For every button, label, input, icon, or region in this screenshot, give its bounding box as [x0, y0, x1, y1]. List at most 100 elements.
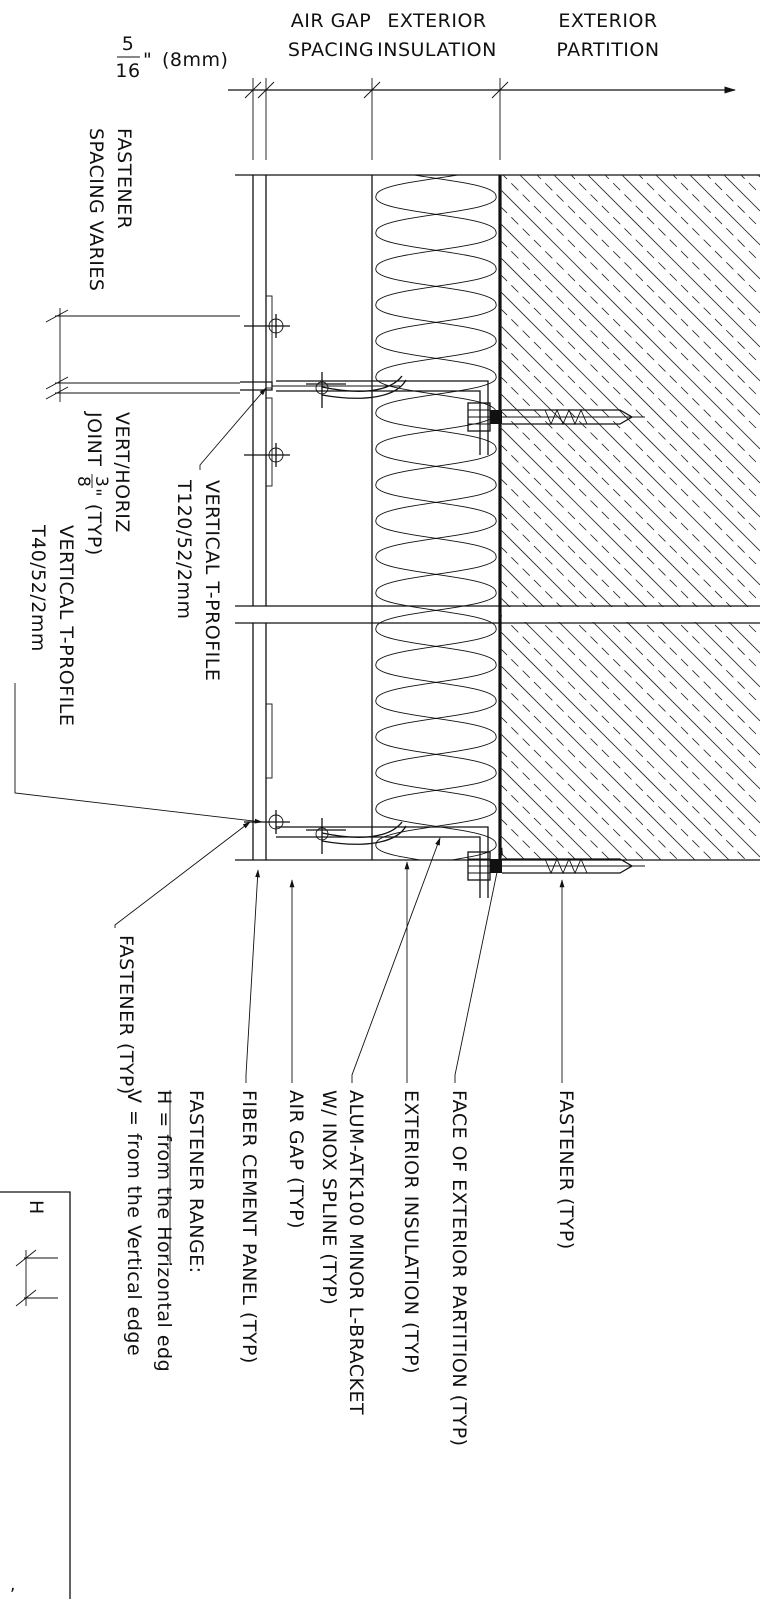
- fastener-spacing-dimension: [45, 308, 240, 402]
- hatch-line: [587, 175, 760, 348]
- hatch-line: [500, 869, 760, 1129]
- legend-h-marker: H: [25, 1200, 47, 1215]
- fastener-spacing-label-2: SPACING VARIES: [85, 128, 107, 291]
- fastener-left-label: FASTENER (TYP): [115, 935, 137, 1095]
- hatch-dash-line: [500, 307, 760, 569]
- hatch-dash-line: [500, 341, 760, 603]
- hatch-dash-line: [500, 545, 760, 807]
- hatch-dash-line: [500, 511, 760, 773]
- legend-v-line: V = from the Vertical edge: [123, 1090, 145, 1356]
- hatch-line: [500, 698, 662, 860]
- top-dimension-line: [228, 78, 737, 160]
- hatch-dash-line: [500, 817, 543, 860]
- hatch-dash-line: [500, 579, 760, 841]
- hatch-line: [500, 1073, 760, 1333]
- hatch-dash-line: [500, 273, 760, 535]
- col-ext-partition-1: EXTERIOR: [558, 10, 657, 32]
- tprofile-bottom-label-2: T40/52/2mm: [27, 524, 49, 652]
- hatch-line: [500, 1039, 760, 1299]
- hatch-dash-line: [604, 175, 760, 331]
- fastener-spacing-label-1: FASTENER: [113, 128, 135, 229]
- hatch-dash-line: [706, 175, 760, 229]
- partition-joint-gap: [500, 605, 760, 624]
- hatch-dash-line: [500, 239, 760, 501]
- hatch-line: [500, 188, 760, 450]
- ext-insulation-label: EXTERIOR INSULATION (TYP): [400, 1090, 422, 1374]
- hatch-line: [500, 494, 760, 756]
- header-fraction: 5 16 " (8mm): [115, 33, 228, 82]
- svg-text:" (TYP): " (TYP): [83, 488, 105, 556]
- hatch-dash-line: [502, 175, 760, 433]
- fraction-unit: ": [143, 49, 152, 71]
- hatch-dash-line: [500, 886, 760, 1146]
- hatch-line: [500, 800, 560, 860]
- hatch-line: [500, 256, 760, 518]
- hatch-line: [500, 596, 760, 858]
- air-gap-label: AIR GAP (TYP): [285, 1090, 307, 1229]
- hatch-line: [519, 175, 760, 416]
- hatch-dash-line: [500, 1056, 760, 1316]
- legend-tick: ,: [10, 1575, 15, 1595]
- legend-title: FASTENER RANGE:: [185, 1090, 207, 1274]
- hatch-dash-line: [500, 783, 577, 860]
- hatch-line: [500, 324, 760, 586]
- hatch-dash-line: [500, 715, 645, 860]
- col-ext-insulation-1: EXTERIOR: [387, 10, 486, 32]
- tprofile-top-label-2: T120/52/2mm: [173, 479, 195, 619]
- hatch-dash-line: [500, 647, 713, 860]
- hatch-line: [500, 630, 730, 860]
- bottom-callouts: FIBER CEMENT PANEL (TYP) AIR GAP (TYP) A…: [238, 837, 577, 1447]
- face-ext-partition-label: FACE OF EXTERIOR PARTITION (TYP): [448, 1090, 470, 1447]
- hatch-dash-line: [500, 954, 760, 1214]
- fraction-denominator: 16: [115, 60, 140, 82]
- hatch-line: [655, 175, 760, 280]
- header-columns: AIR GAP SPACING EXTERIOR INSULATION EXTE…: [288, 10, 659, 61]
- col-ext-partition-2: PARTITION: [556, 39, 659, 61]
- hatch-line: [500, 0, 760, 7]
- col-air-gap-2: SPACING: [288, 39, 374, 61]
- hatch-dash-line: [500, 1090, 760, 1350]
- hatch-line: [500, 732, 628, 860]
- hatch-line: [500, 528, 760, 790]
- col-air-gap-1: AIR GAP: [291, 10, 372, 32]
- hatch-dash-line: [500, 681, 679, 860]
- hatch-dash-line: [638, 175, 760, 297]
- hatch-dash-line: [500, 375, 760, 637]
- hatch-line: [500, 290, 760, 552]
- svg-text:3: 3: [91, 476, 111, 487]
- svg-text:JOINT: JOINT: [83, 411, 105, 466]
- joint-label-2: JOINT 3 8 " (TYP): [73, 411, 111, 556]
- hatch-line: [500, 562, 760, 824]
- hatch-line: [500, 903, 760, 1163]
- legend-h-line: H = from the Horizontal edg: [153, 1090, 175, 1372]
- l-bracket-label-2: W/ INOX SPLINE (TYP): [318, 1090, 340, 1305]
- svg-text:8: 8: [73, 476, 93, 487]
- fastener-right-label: FASTENER (TYP): [555, 1090, 577, 1250]
- hatch-dash-line: [500, 851, 509, 860]
- insulation-batting: [375, 175, 497, 860]
- hatch-line: [689, 175, 760, 246]
- hatch-dash-line: [500, 443, 760, 705]
- hatch-line: [500, 460, 760, 722]
- tprofile-bottom-label-1: VERTICAL T-PROFILE: [55, 525, 77, 726]
- wall-structure: [235, 174, 760, 861]
- hatch-line: [500, 664, 696, 860]
- hatch-dash-line: [500, 1022, 760, 1282]
- hatch-dash-line: [500, 409, 760, 671]
- hatch-line: [500, 426, 760, 688]
- hatch-dash-line: [500, 749, 611, 860]
- lower-bracket-assembly: [244, 703, 645, 898]
- exterior-partition-hatch: [500, 0, 760, 1350]
- hatch-line: [500, 358, 760, 620]
- fraction-mm: (8mm): [162, 49, 228, 71]
- hatch-line: [500, 766, 594, 860]
- fiber-cement-label: FIBER CEMENT PANEL (TYP): [238, 1090, 260, 1364]
- hatch-dash-line: [500, 988, 760, 1248]
- hatch-line: [621, 175, 760, 314]
- hatch-line: [500, 1005, 760, 1265]
- fastener-range-legend: H ,: [0, 1191, 71, 1599]
- col-ext-insulation-2: INSULATION: [377, 39, 497, 61]
- fraction-numerator: 5: [122, 33, 135, 55]
- hatch-line: [500, 222, 760, 484]
